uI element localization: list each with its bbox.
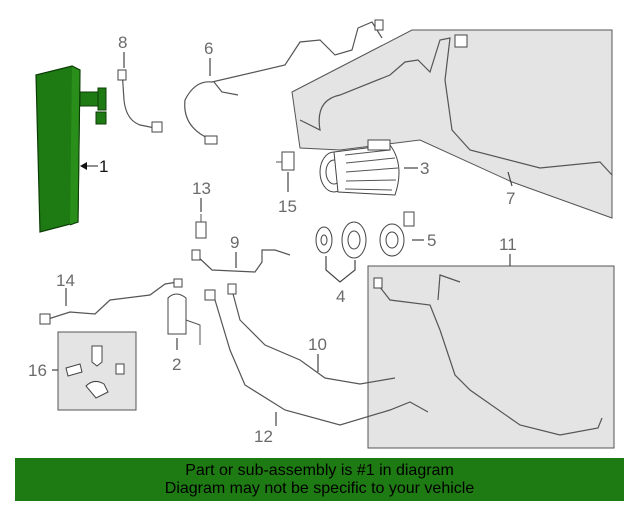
callout-9: 9 [230,233,239,252]
line-part-9[interactable] [191,249,291,273]
line-part-6[interactable] [184,19,384,145]
coil-part-5[interactable] [379,211,415,257]
callout-12: 12 [254,427,273,446]
callout-8: 8 [118,33,127,52]
callout-10: 10 [308,335,327,354]
leader-7 [507,171,513,187]
callout-14: 14 [56,271,75,290]
callout-6: 6 [204,39,213,58]
callout-3: 3 [420,159,429,178]
callout-7: 7 [506,189,515,208]
clutch-part-4[interactable] [315,221,367,259]
callout-1: 1 [99,157,108,176]
banner-line-2: Diagram may not be specific to your vehi… [164,480,475,497]
condenser-part-1[interactable] [35,65,107,233]
info-banner: Part or sub-assembly is #1 in diagram Di… [15,458,624,501]
callout-16: 16 [28,361,47,380]
line-part-11[interactable] [373,274,603,436]
compressor-part-3[interactable] [319,139,400,196]
callout-2: 2 [172,355,181,374]
group-box-7 [291,29,613,219]
callout-11: 11 [499,235,517,254]
drier-part-2[interactable] [167,293,201,345]
line-part-14[interactable] [39,278,183,325]
leader-4 [325,256,356,283]
sensor-part-15[interactable] [276,151,295,171]
line-part-12[interactable] [204,289,429,426]
line-part-7[interactable] [299,34,613,176]
callout-4: 4 [336,287,345,306]
seal-kit-part-16[interactable] [65,345,125,399]
switch-part-13[interactable] [195,214,207,239]
group-box-11 [367,265,615,449]
arrow-1 [80,162,87,170]
callout-5: 5 [427,231,436,250]
line-part-8[interactable] [117,69,163,133]
callout-13: 13 [192,179,211,198]
banner-line-1: Part or sub-assembly is #1 in diagram [185,462,454,479]
line-part-10[interactable] [227,283,396,385]
callout-15: 15 [278,197,297,216]
